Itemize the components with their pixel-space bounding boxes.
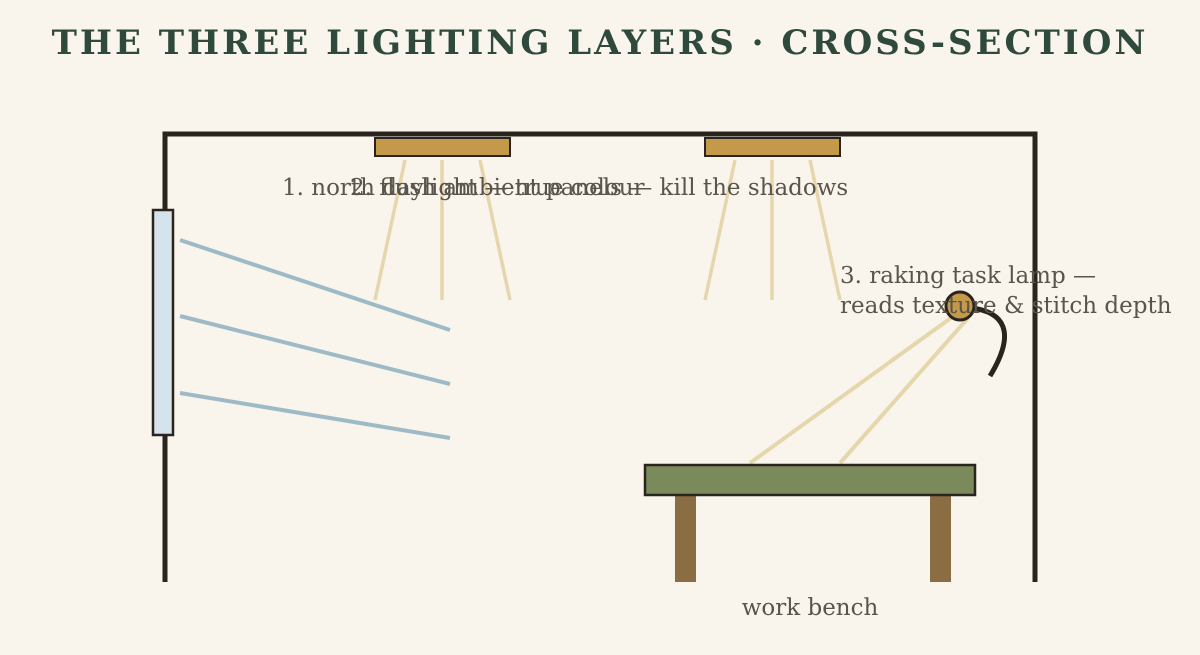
- bench-leg-right: [930, 494, 951, 582]
- task-lamp-head: [944, 290, 976, 322]
- task-lamp-beams: [748, 313, 970, 465]
- bench-top: [643, 463, 977, 497]
- ambient-beam: [703, 159, 737, 301]
- label-north-daylight: 1. north daylight — true colour: [282, 175, 645, 201]
- ambient-beam: [478, 159, 512, 301]
- diagram-title: THE THREE LIGHTING LAYERS · CROSS-SECTIO…: [52, 23, 1149, 63]
- task-beam: [838, 316, 970, 465]
- daylight-beam: [179, 238, 451, 332]
- ambient-beams-right: [703, 159, 842, 301]
- daylight-beam: [179, 314, 451, 386]
- daylight-beam: [179, 391, 451, 440]
- label-work-bench: work bench: [742, 595, 879, 621]
- north-window: [151, 208, 175, 437]
- task-lamp-arm: [971, 305, 1008, 378]
- daylight-beams: [179, 238, 451, 440]
- ambient-panel-left: [374, 137, 511, 157]
- ambient-beams-left: [373, 159, 512, 301]
- label-ambient-panels: 2. flush ambient panels — kill the shado…: [350, 175, 848, 201]
- label-task-lamp-line1: 3. raking task lamp —: [840, 263, 1096, 289]
- label-task-lamp-line2: reads texture & stitch depth: [840, 293, 1172, 319]
- ambient-beam: [373, 159, 407, 301]
- room-walls: [162, 131, 1038, 582]
- task-beam: [748, 313, 957, 465]
- bench-leg-left: [675, 494, 696, 582]
- ambient-panel-right: [704, 137, 841, 157]
- ambient-beam: [808, 159, 842, 301]
